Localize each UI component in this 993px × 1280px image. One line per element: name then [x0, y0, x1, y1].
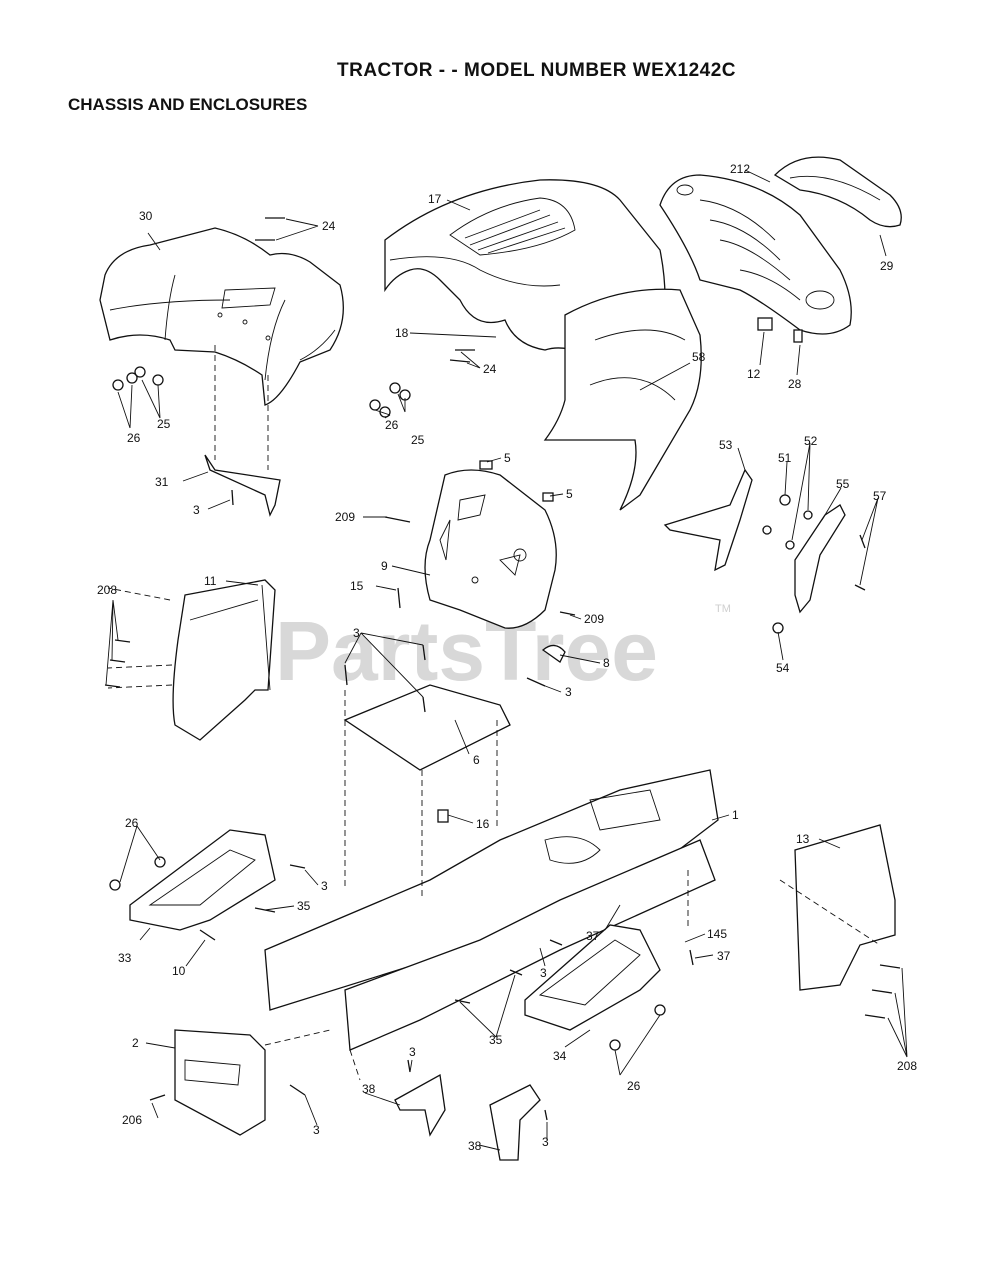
callout-54: 54	[776, 661, 790, 675]
part-plate-6	[343, 684, 511, 771]
part-frame-1	[264, 769, 719, 1051]
callout-25: 25	[411, 433, 425, 447]
watermark: PartsTree	[275, 604, 658, 698]
callout-52: 52	[804, 434, 818, 448]
callout-26: 26	[125, 816, 139, 830]
callout-2: 2	[132, 1036, 139, 1050]
callout-26: 26	[127, 431, 141, 445]
hardware	[104, 217, 901, 1121]
watermark-tm: TM	[715, 603, 731, 615]
callout-17: 17	[428, 192, 442, 206]
callout-24: 24	[322, 219, 336, 233]
callout-34: 34	[553, 1049, 567, 1063]
callout-3: 3	[409, 1045, 416, 1059]
part-bracket-38a	[394, 1073, 446, 1137]
callout-208: 208	[97, 583, 117, 597]
leader-lines	[105, 169, 908, 1151]
part-nose-29	[773, 156, 902, 228]
section-title: CHASSIS AND ENCLOSURES	[68, 95, 308, 114]
callout-11: 11	[204, 574, 217, 588]
callouts: 30 24 17 212 29 18 24 12 28 58 26 25 26 …	[97, 162, 917, 1153]
callout-206: 206	[122, 1113, 142, 1127]
part-bracket-55	[794, 504, 846, 614]
callout-28: 28	[788, 377, 802, 391]
callout-5: 5	[504, 451, 511, 465]
part-bracket-2	[174, 1029, 266, 1136]
part-fender-30	[99, 227, 344, 406]
callout-8: 8	[603, 656, 610, 670]
part-heat-shield-58	[543, 288, 702, 511]
callout-30: 30	[139, 209, 153, 223]
callout-33: 33	[118, 951, 132, 965]
callout-208: 208	[897, 1059, 917, 1073]
callout-37: 37	[586, 929, 600, 943]
callout-209: 209	[584, 612, 604, 626]
part-bracket-53	[663, 468, 753, 572]
callout-51: 51	[778, 451, 792, 465]
callout-6: 6	[473, 753, 480, 767]
callout-12: 12	[747, 367, 761, 381]
part-bracket-38b	[489, 1084, 541, 1161]
callout-38: 38	[362, 1082, 376, 1096]
callout-13: 13	[796, 832, 810, 846]
callout-3: 3	[542, 1135, 549, 1149]
part-bracket-31	[204, 454, 281, 517]
page-title: TRACTOR - - MODEL NUMBER WEX1242C	[337, 60, 736, 81]
callout-35: 35	[489, 1033, 503, 1047]
callout-1: 1	[732, 808, 739, 822]
callout-37: 37	[717, 949, 731, 963]
part-grille-212	[659, 174, 852, 335]
callout-3: 3	[321, 879, 328, 893]
callout-24: 24	[483, 362, 497, 376]
callout-3: 3	[313, 1123, 320, 1137]
callout-3: 3	[565, 685, 572, 699]
part-dash-panel-9	[424, 469, 557, 629]
callout-3: 3	[540, 966, 547, 980]
part-footrest-33	[129, 829, 276, 931]
callout-18: 18	[395, 326, 409, 340]
callout-3: 3	[353, 626, 360, 640]
callout-53: 53	[719, 438, 733, 452]
callout-31: 31	[155, 475, 169, 489]
callout-212: 212	[730, 162, 750, 176]
callout-9: 9	[381, 559, 388, 573]
part-footrest-34	[524, 924, 661, 1031]
callout-55: 55	[836, 477, 850, 491]
callout-16: 16	[476, 817, 490, 831]
callout-25: 25	[157, 417, 171, 431]
callout-38: 38	[468, 1139, 482, 1153]
part-side-panel-11	[172, 579, 276, 741]
callout-5: 5	[566, 487, 573, 501]
callout-57: 57	[873, 489, 887, 503]
callout-35: 35	[297, 899, 311, 913]
callout-10: 10	[172, 964, 186, 978]
part-side-panel-13	[794, 824, 896, 991]
callout-26: 26	[627, 1079, 641, 1093]
assembly-lines	[107, 345, 881, 1081]
callout-58: 58	[692, 350, 706, 364]
callout-26: 26	[385, 418, 399, 432]
callout-145: 145	[707, 927, 727, 941]
callout-209: 209	[335, 510, 355, 524]
callout-15: 15	[350, 579, 364, 593]
callout-29: 29	[880, 259, 894, 273]
callout-3: 3	[193, 503, 200, 517]
